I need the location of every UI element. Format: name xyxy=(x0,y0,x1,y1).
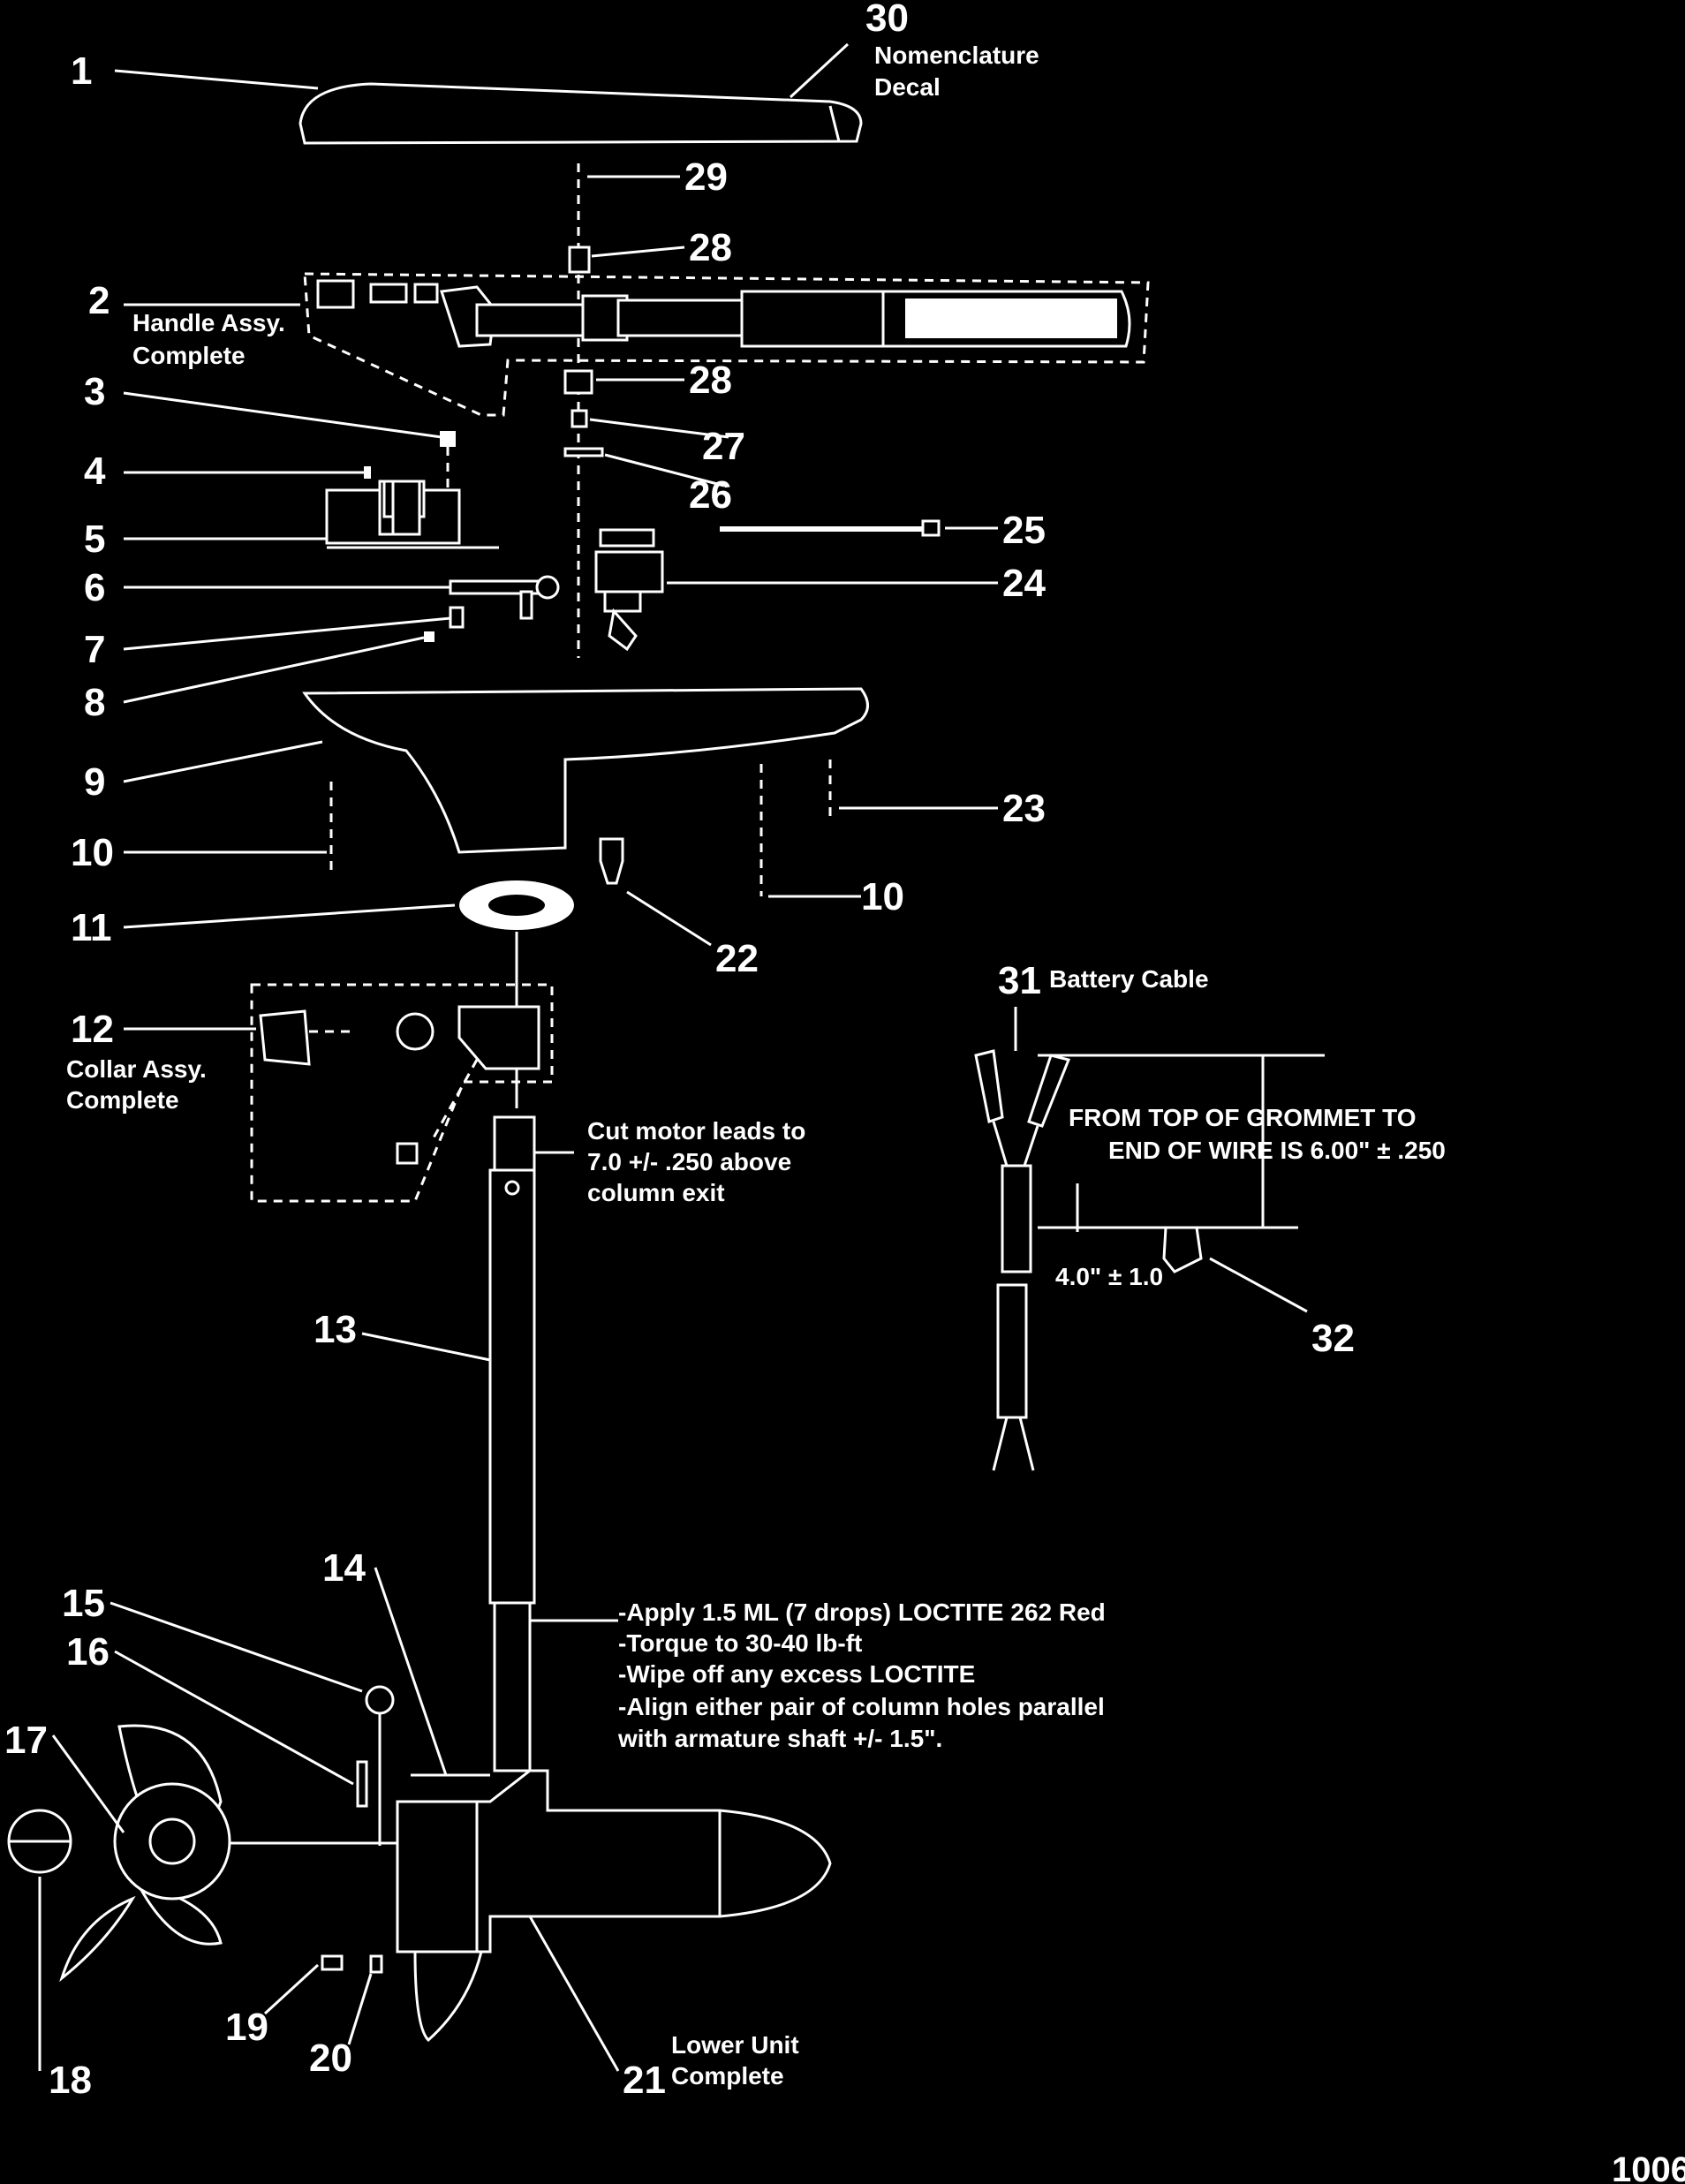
callout-17: 17 xyxy=(4,1719,48,1762)
callout-2-label-line1: Handle Assy. xyxy=(132,309,285,336)
callout-28-bottom: 28 xyxy=(689,359,732,402)
figure-number: 1006 xyxy=(1612,2150,1685,2184)
motor-leads-note-line2: 7.0 +/- .250 above xyxy=(587,1148,791,1175)
callout-1: 1 xyxy=(71,49,92,93)
callout-26: 26 xyxy=(689,473,732,517)
callout-12: 12 xyxy=(71,1008,114,1051)
nut-part xyxy=(570,409,588,428)
cable-dimension-line1: FROM TOP OF GROMMET TO xyxy=(1069,1104,1417,1131)
callout-31: 31 xyxy=(998,959,1041,1002)
callout-21-label-line2: Complete xyxy=(671,2062,784,2090)
callout-27: 27 xyxy=(702,425,745,468)
leader-lines xyxy=(38,42,1308,2072)
callout-30: 30 xyxy=(865,0,909,40)
callout-19: 19 xyxy=(225,2006,268,2049)
callout-16: 16 xyxy=(66,1630,110,1674)
callout-2-label-line2: Complete xyxy=(132,342,246,369)
callout-24: 24 xyxy=(1002,562,1046,605)
loctite-note-line5: with armature shaft +/- 1.5". xyxy=(617,1725,942,1752)
callout-6: 6 xyxy=(84,566,105,609)
motor-leads-note-line3: column exit xyxy=(587,1179,725,1206)
loctite-note-line3: -Wipe off any excess LOCTITE xyxy=(618,1660,975,1688)
loctite-note-line4: -Align either pair of column holes paral… xyxy=(618,1693,1105,1720)
motor-base-part xyxy=(302,687,869,854)
callout-31-label: Battery Cable xyxy=(1049,965,1209,993)
callout-32: 32 xyxy=(1311,1317,1355,1360)
ring-part xyxy=(459,880,574,930)
callout-12-label-line2: Complete xyxy=(66,1086,179,1114)
callout-30-label-line1: Nomenclature xyxy=(874,42,1039,69)
motor-leads-note-line1: Cut motor leads to xyxy=(587,1117,805,1145)
loctite-note-line1: -Apply 1.5 ML (7 drops) LOCTITE 262 Red xyxy=(618,1598,1106,1626)
screw-19-part xyxy=(321,1954,344,1971)
callout-22: 22 xyxy=(715,937,759,980)
lower-unit-part xyxy=(396,1769,832,2043)
callout-18: 18 xyxy=(49,2059,92,2102)
bracket-bottom-part xyxy=(563,369,593,395)
callout-21: 21 xyxy=(623,2059,666,2102)
callout-13: 13 xyxy=(314,1308,357,1351)
pin-part xyxy=(449,575,560,620)
callout-4: 4 xyxy=(84,450,106,493)
callout-5: 5 xyxy=(84,518,105,561)
battery-cable-part xyxy=(974,1049,1325,1471)
circuit-board-part xyxy=(325,466,499,549)
grommet-part xyxy=(599,837,624,885)
washer-part xyxy=(563,447,604,457)
column-part xyxy=(488,1115,536,1772)
pin-16-part xyxy=(356,1760,368,1808)
cable-tie-part xyxy=(720,519,941,537)
callout-28-top: 28 xyxy=(689,226,732,269)
callout-8: 8 xyxy=(84,681,105,724)
handle-assembly-part xyxy=(303,272,1150,417)
cable-dimension-line2: END OF WIRE IS 6.00" ± .250 xyxy=(1108,1137,1446,1164)
callout-12-label-line1: Collar Assy. xyxy=(66,1055,207,1083)
callout-21-label-line1: Lower Unit xyxy=(671,2031,799,2059)
callout-7: 7 xyxy=(84,628,105,671)
callout-9: 9 xyxy=(84,760,105,804)
screw-part xyxy=(440,431,456,534)
callout-25: 25 xyxy=(1002,509,1046,552)
switch-part xyxy=(594,528,664,652)
bracket-top-part xyxy=(568,246,591,274)
top-cover-part xyxy=(298,82,863,145)
key-part xyxy=(449,606,465,629)
callout-3: 3 xyxy=(84,370,105,413)
callout-29: 29 xyxy=(684,155,728,199)
propeller-part xyxy=(59,1724,397,1983)
callout-30-label-line2: Decal xyxy=(874,73,941,101)
prop-nut-part xyxy=(7,1809,72,1874)
setscrew-part xyxy=(424,631,434,642)
screw-20-part xyxy=(369,1954,383,1974)
collar-assembly-part xyxy=(250,932,554,1203)
callout-20: 20 xyxy=(309,2037,352,2080)
callout-10-left: 10 xyxy=(71,831,114,874)
callout-2: 2 xyxy=(88,279,110,322)
washer-15-part xyxy=(365,1685,395,1715)
callout-10-right: 10 xyxy=(861,875,904,918)
callout-15: 15 xyxy=(62,1582,105,1625)
callout-11: 11 xyxy=(71,906,112,949)
cable-dimension-secondary: 4.0" ± 1.0 xyxy=(1055,1263,1163,1290)
loctite-note-line2: -Torque to 30-40 lb-ft xyxy=(618,1629,862,1657)
callout-14: 14 xyxy=(322,1546,366,1590)
callout-23: 23 xyxy=(1002,787,1046,830)
